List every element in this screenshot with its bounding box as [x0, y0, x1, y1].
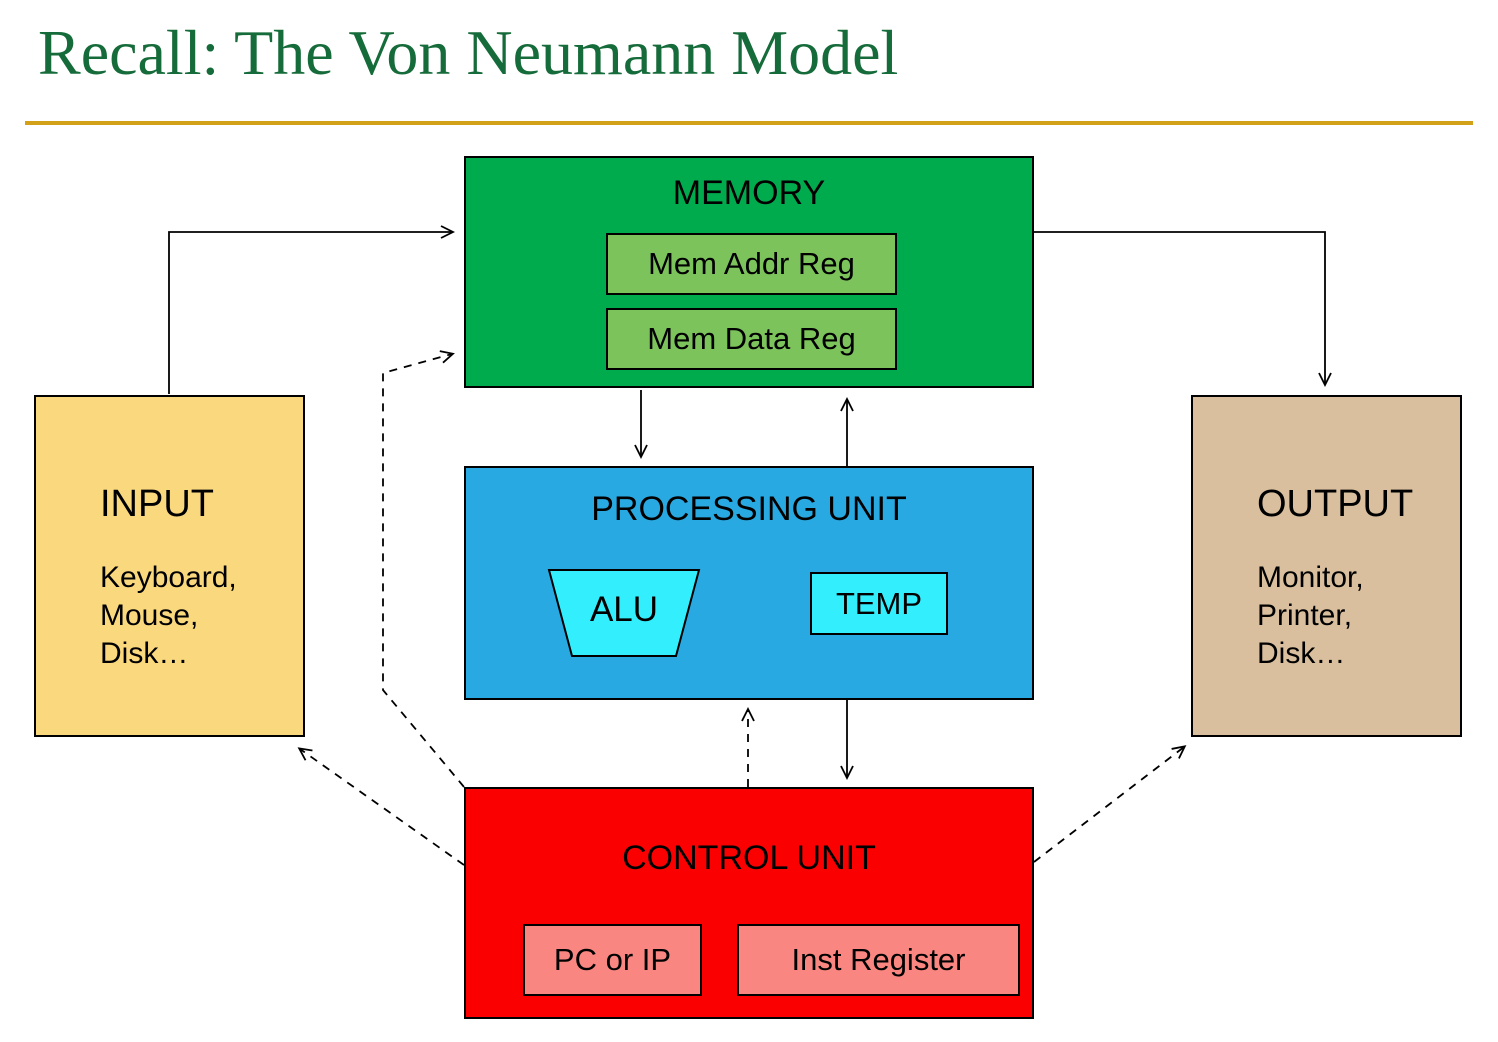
output-device: Printer,	[1257, 599, 1353, 632]
output-device-list: Monitor, Printer, Disk…	[1257, 559, 1364, 673]
inst-register-box: Inst Register	[737, 924, 1020, 996]
input-label: INPUT	[100, 483, 214, 525]
mem-addr-reg-box: Mem Addr Reg	[606, 233, 897, 295]
input-device: Disk…	[100, 637, 189, 670]
mem-data-reg-box: Mem Data Reg	[606, 308, 897, 370]
control-to-memory-dashed-arrow	[382, 350, 465, 788]
processing-unit-box: PROCESSING UNIT TEMP	[464, 466, 1034, 700]
input-device-list: Keyboard, Mouse, Disk…	[100, 559, 237, 673]
control-to-output-dashed-arrow	[1033, 745, 1187, 863]
input-device: Keyboard,	[100, 561, 237, 594]
pc-reg-box: PC or IP	[523, 924, 702, 996]
control-to-input-dashed-arrow	[297, 747, 465, 866]
output-device: Monitor,	[1257, 561, 1364, 594]
memory-label: MEMORY	[672, 174, 826, 212]
control-unit-box: CONTROL UNIT PC or IP Inst Register	[464, 787, 1034, 1019]
temp-reg-box: TEMP	[810, 572, 948, 635]
output-device: Disk…	[1257, 637, 1346, 670]
alu-label: ALU	[589, 590, 659, 629]
output-box: OUTPUT Monitor, Printer, Disk…	[1191, 395, 1462, 737]
output-label: OUTPUT	[1257, 483, 1414, 525]
slide-title: Recall: The Von Neumann Model	[38, 17, 899, 88]
title-divider-rule	[25, 121, 1473, 125]
input-device: Mouse,	[100, 599, 199, 632]
memory-box: MEMORY Mem Addr Reg Mem Data Reg	[464, 156, 1034, 388]
processing-unit-label: PROCESSING UNIT	[591, 490, 907, 528]
memory-to-output-arrow	[1034, 231, 1332, 388]
input-box: INPUT Keyboard, Mouse, Disk…	[34, 395, 305, 737]
input-to-memory-arrow	[168, 225, 456, 394]
control-unit-label: CONTROL UNIT	[622, 839, 876, 877]
